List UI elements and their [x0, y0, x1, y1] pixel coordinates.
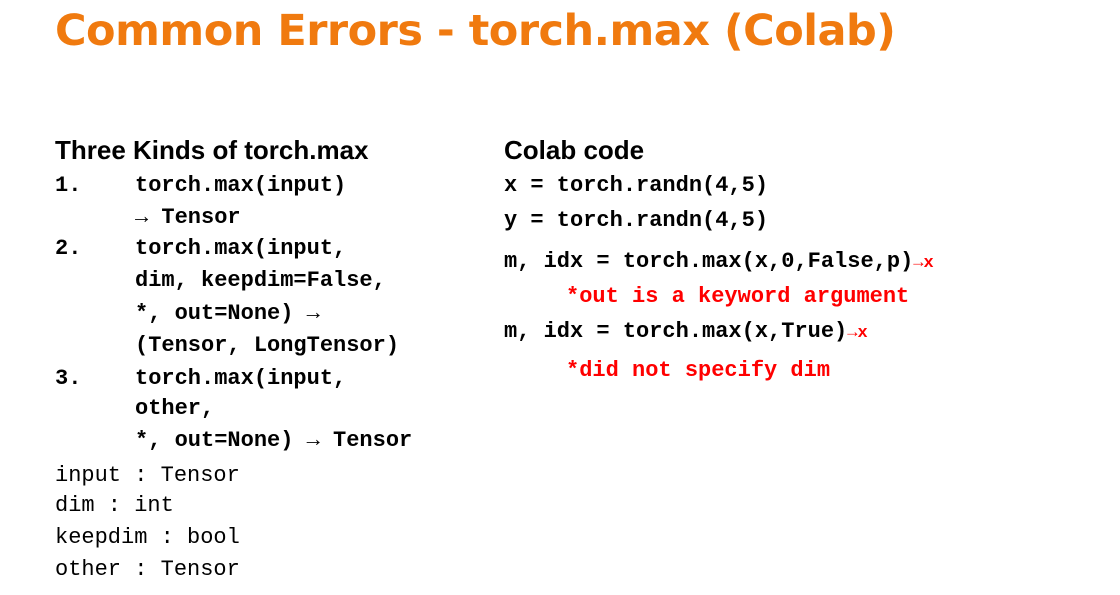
slide-title: Common Errors - torch.max (Colab): [55, 6, 896, 56]
item-1-line-2: → Tensor: [135, 205, 241, 230]
error-1-code-line: m, idx = torch.max(x,0,False,p)→x: [504, 251, 934, 275]
param-dim: dim : int: [55, 493, 174, 518]
item-2-line-3: *, out=None) →: [135, 301, 320, 326]
item-2-line-1: torch.max(input,: [135, 236, 347, 261]
param-other: other : Tensor: [55, 557, 240, 582]
item-1-number: 1.: [55, 173, 82, 198]
error-1-note: *out is a keyword argument: [566, 284, 910, 309]
error-2-mark: →x: [847, 324, 868, 343]
item-2-number: 2.: [55, 236, 82, 261]
error-1-code: m, idx = torch.max(x,0,False,p): [504, 249, 914, 274]
param-keepdim: keepdim : bool: [55, 525, 240, 550]
item-3-number: 3.: [55, 366, 82, 391]
item-3-line-3: *, out=None) → Tensor: [135, 428, 413, 453]
left-heading: Three Kinds of torch.max: [55, 135, 369, 165]
item-3-line-2: other,: [135, 396, 215, 421]
error-2-code-line: m, idx = torch.max(x,True)→x: [504, 321, 868, 345]
right-heading: Colab code: [504, 135, 645, 165]
code-line-y: y = torch.randn(4,5): [504, 208, 769, 233]
item-2-line-2: dim, keepdim=False,: [135, 268, 386, 293]
code-line-x: x = torch.randn(4,5): [504, 173, 769, 198]
item-1-line-1: torch.max(input): [135, 173, 347, 198]
error-2-code: m, idx = torch.max(x,True): [504, 319, 848, 344]
error-2-note: *did not specify dim: [566, 358, 831, 383]
item-3-line-1: torch.max(input,: [135, 366, 347, 391]
item-2-line-4: (Tensor, LongTensor): [135, 333, 400, 358]
error-1-mark: →x: [913, 254, 934, 273]
param-input: input : Tensor: [55, 463, 240, 488]
